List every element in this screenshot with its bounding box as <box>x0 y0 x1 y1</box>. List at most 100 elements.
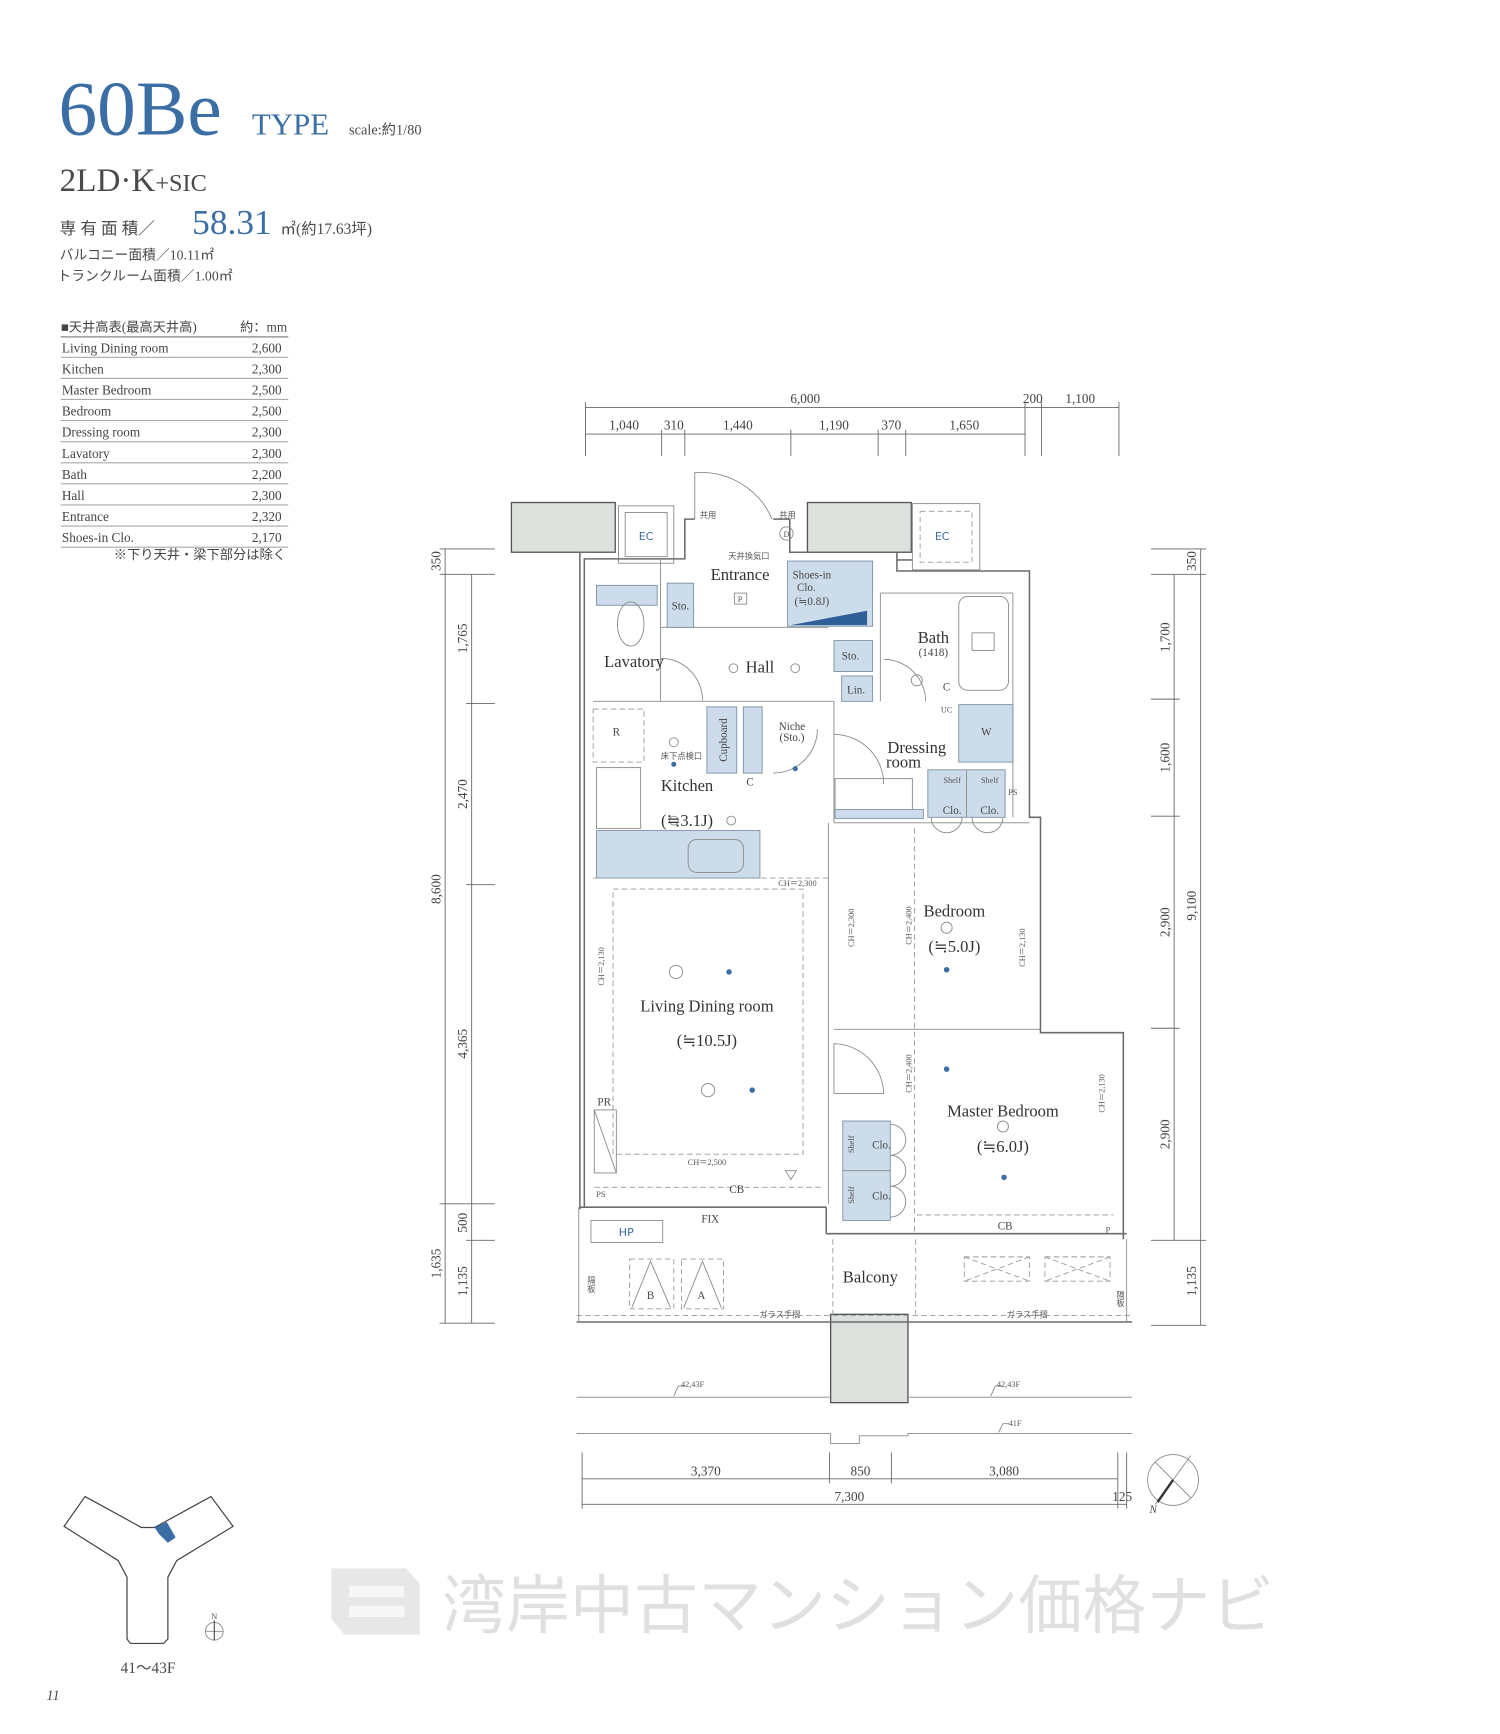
ceiling-height: 2,600 <box>252 340 282 355</box>
type-code: 60Be <box>59 66 222 152</box>
room-size: (≒3.1J) <box>661 811 713 830</box>
uc-label: UC <box>941 705 953 714</box>
dim-label: 200 <box>1023 391 1043 406</box>
room-dressing: room <box>886 753 921 772</box>
room-lavatory: Lavatory <box>604 652 664 671</box>
room-shoes-in-closet: Shoes-in <box>793 570 832 582</box>
heat-pump-unit <box>590 1219 664 1243</box>
room-entrance: Entrance <box>711 565 770 584</box>
room-name: Kitchen <box>62 361 104 376</box>
watermark: 湾岸中古マンション価格ナビ <box>331 1568 1274 1644</box>
partition-label: 隔板 <box>1116 1291 1125 1309</box>
layout-type: 2LD·K+SIC <box>60 162 207 199</box>
ec-label: EC <box>935 530 950 543</box>
structural-column <box>829 1313 909 1404</box>
lighting-points <box>671 761 1007 1181</box>
kitchen-counter <box>596 830 761 879</box>
room-shoes-in-closet: Clo. <box>797 582 816 594</box>
dim-label: 1,135 <box>1184 1266 1199 1296</box>
dim-label: 1,440 <box>723 418 753 433</box>
walls <box>579 472 1127 1240</box>
balcony-area: HP <box>576 1207 1133 1323</box>
outdoor-unit-a-label: A <box>697 1290 705 1302</box>
north-label: N <box>211 1612 217 1621</box>
entrance-door <box>694 472 773 520</box>
room-kitchen: Kitchen <box>661 776 714 795</box>
room-labels: Entrance Shoes-in Clo. (≒0.8J) Sto. Lava… <box>604 565 1059 1286</box>
sink-icon <box>687 838 744 873</box>
watermark-logo-icon <box>331 1568 420 1635</box>
linen-label: Lin. <box>847 685 865 697</box>
balcony-area: バルコニー面積／10.11㎡ <box>60 248 215 263</box>
fix-window-label: FIX <box>701 1214 719 1226</box>
c-label: C <box>746 776 753 788</box>
dim-label: 370 <box>881 418 901 433</box>
plan-annotations: 共用 共用 D 天井換気口 P C UC W PS R 床下点検口 C CH＝2… <box>586 511 1124 1320</box>
room-name: Entrance <box>62 509 109 524</box>
ceiling-height-label: CH＝2,400 <box>904 906 913 944</box>
dim-label: 125 <box>1112 1489 1132 1504</box>
ec-label: EC <box>639 530 654 543</box>
hp-label: HP <box>619 1226 634 1239</box>
fridge-label: R <box>613 727 621 739</box>
shelf-label: Shelf <box>847 1186 856 1204</box>
room-balcony: Balcony <box>843 1267 899 1286</box>
door <box>883 658 927 702</box>
c-label: C <box>943 681 950 693</box>
room-size: (≒5.0J) <box>928 937 980 956</box>
room-name: Shoes-in Clo. <box>62 530 134 545</box>
level-label: 41F <box>1009 1419 1022 1428</box>
bathtub-icon <box>958 595 1009 691</box>
section-levels: 42,43F 42,43F 41F <box>576 1380 1133 1444</box>
cupboard-label: Cupboard <box>718 718 730 762</box>
structural-column <box>510 501 616 553</box>
bottom-dimensions: 3,370 850 3,080 7,300 125 <box>581 1452 1133 1509</box>
toilet-icon <box>617 601 645 647</box>
washer-space <box>958 704 1014 763</box>
room-name: Hall <box>62 488 85 503</box>
fixtures <box>592 560 1014 1221</box>
structure: EC EC <box>510 501 981 1404</box>
ceiling-height-label: CH＝2,500 <box>688 1158 726 1167</box>
ceiling-height-label: CH＝2,400 <box>904 1054 913 1092</box>
room-bedroom: Bedroom <box>924 902 986 921</box>
scale-label: scale:約1/80 <box>349 122 422 139</box>
room-dressing: Dressing <box>887 738 946 757</box>
dim-label: 1,765 <box>455 623 470 653</box>
ceiling-vent-label: 天井換気口 <box>728 551 769 561</box>
shelf-label: Shelf <box>981 776 999 785</box>
floor-hatch-label: 床下点検口 <box>661 751 702 761</box>
p-label: P <box>738 595 743 604</box>
keyplan-compass-icon: N <box>205 1612 224 1641</box>
north-label: N <box>1148 1504 1157 1516</box>
type-label: TYPE <box>252 107 329 142</box>
trunk-room-area: トランクルーム面積／1.00㎡ <box>57 269 232 284</box>
dim-label: 2,900 <box>1158 907 1173 937</box>
room-name: Bedroom <box>62 404 112 419</box>
ceiling-height: 2,200 <box>252 467 282 482</box>
shared-label: 共用 <box>700 511 717 520</box>
closet-label: Clo. <box>872 1140 891 1152</box>
room-name: Master Bedroom <box>62 383 152 398</box>
dim-label: 1,650 <box>949 418 979 433</box>
dim-label: 2,900 <box>1158 1119 1173 1149</box>
p-label: P <box>1106 1226 1111 1235</box>
unit-location-marker <box>154 1521 176 1543</box>
table-unit: 約：mm <box>240 319 288 334</box>
dim-label: 6,000 <box>790 391 820 406</box>
cb-label: CB <box>998 1220 1013 1232</box>
ceiling-height: 2,500 <box>252 404 282 419</box>
dim-label: 310 <box>664 418 684 433</box>
building-outline <box>63 1495 234 1645</box>
room-master-bedroom: Master Bedroom <box>947 1102 1059 1121</box>
pr-label: PR <box>597 1097 611 1109</box>
ceiling-height-label: CH＝2,300 <box>778 879 816 888</box>
glass-railing-label: ガラス手摺 <box>759 1310 800 1320</box>
